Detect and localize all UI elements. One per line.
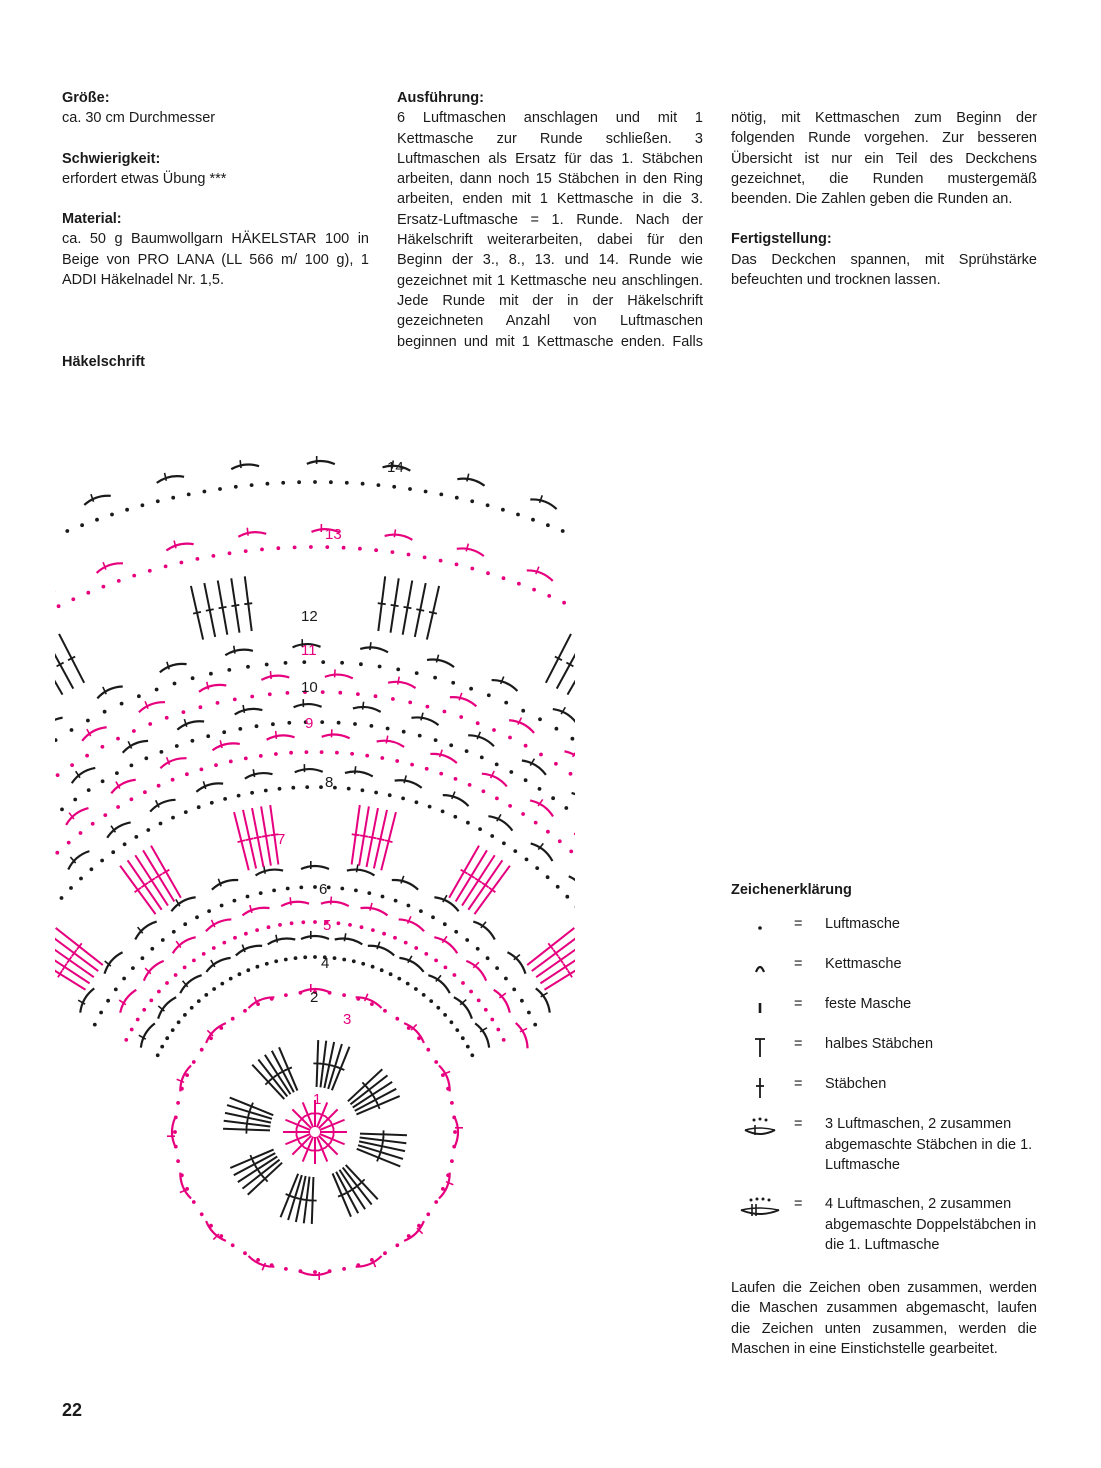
page-number: 22 (62, 1400, 83, 1420)
cluster-3ch-2dc-icon (744, 1117, 776, 1136)
instructions-heading: Ausführung: (397, 90, 484, 106)
single-crochet-icon (758, 1003, 762, 1014)
legend-label: 4 Luftmaschen, 2 zusammen abgemaschte Do… (825, 1196, 1037, 1253)
cluster-4ch-2tr-icon (740, 1197, 780, 1217)
finishing-text: Das Deckchen spannen, mit Sprühstärke be… (731, 251, 1037, 289)
round-label: 12 (301, 608, 318, 625)
legend-label: halbes Stäbchen (825, 1036, 934, 1053)
round-label: 8 (325, 774, 333, 791)
legend-item-chain: = Luftmasche (731, 914, 1041, 954)
legend-label: Luftmasche (825, 916, 900, 933)
legend-equals: = (794, 1036, 803, 1053)
diagram-title: Häkelschrift (62, 354, 146, 370)
round-label: 6 (319, 881, 327, 898)
size-value: ca. 30 cm Durchmesser (62, 110, 216, 127)
legend-equals: = (794, 956, 803, 973)
legend-label: Stäbchen (825, 1076, 887, 1093)
double-crochet-icon (756, 1078, 764, 1099)
round-label: 2 (310, 989, 318, 1006)
legend-item-dc: = Stäbchen (731, 1074, 1041, 1114)
size-heading: Größe: (62, 90, 110, 106)
round-label: 10 (301, 679, 318, 696)
difficulty-heading: Schwierigkeit: (62, 150, 161, 167)
half-double-crochet-icon (755, 1038, 765, 1058)
finishing-heading: Fertigstellung: (731, 231, 832, 248)
legend-equals: = (794, 916, 803, 933)
material-heading: Material: (62, 211, 122, 228)
legend-title: Zeichenerklärung (731, 882, 852, 898)
legend-item-hdc: = halbes Stäbchen (731, 1034, 1041, 1074)
round-label: 9 (305, 715, 313, 732)
legend-equals: = (794, 996, 803, 1013)
round-label: 14 (387, 459, 404, 476)
legend-item-sc: = feste Masche (731, 994, 1041, 1034)
legend-label: feste Masche (825, 996, 912, 1013)
materials-column: Größe: ca. 30 cm Durchmesser Schwierigke… (62, 88, 369, 290)
round-label: 4 (321, 955, 329, 972)
legend-item-cluster-dc: = 3 Luftmaschen, 2 zusammen abgemaschte … (731, 1114, 1041, 1194)
material-value: ca. 50 g Baumwollgarn HÄKELSTAR 100 in B… (62, 231, 369, 289)
legend-label: 3 Luftmaschen, 2 zusammen abgemaschte St… (825, 1116, 1033, 1173)
legend: Zeichenerklärung = Luftmasche = Kettmasc… (731, 880, 1041, 1274)
round-label: 7 (277, 831, 285, 848)
round-label: 11 (301, 642, 317, 659)
instructions-continued-column: nötig, mit Kettmaschen zum Beginn der fo… (731, 108, 1037, 290)
chain-stitch-icon (758, 926, 762, 931)
round-label: 1 (313, 1091, 321, 1108)
difficulty-value: erfordert etwas Übung *** (62, 170, 227, 187)
round-label: 3 (343, 1011, 351, 1028)
legend-equals: = (794, 1196, 803, 1213)
legend-equals: = (794, 1116, 803, 1133)
slip-stitch-icon (754, 966, 766, 973)
legend-item-slip: = Kettmasche (731, 954, 1041, 994)
legend-equals: = (794, 1076, 803, 1093)
legend-note: Laufen die Zeichen oben zusammen, werden… (731, 1280, 1037, 1357)
instructions-column: Ausführung: 6 Luftmaschen anschlagen und… (397, 88, 703, 352)
chart-strokes (55, 455, 575, 1280)
legend-label: Kettmasche (825, 956, 902, 973)
instructions-text-part1: 6 Luftmaschen anschlagen und mit 1 Kettm… (397, 110, 703, 350)
instructions-text-part2: nötig, mit Kettmaschen zum Beginn der fo… (731, 110, 1037, 208)
legend-item-cluster-tr: = 4 Luftmaschen, 2 zusammen abgemaschte … (731, 1194, 1041, 1274)
round-label: 5 (323, 917, 331, 934)
round-label: 13 (325, 526, 342, 543)
